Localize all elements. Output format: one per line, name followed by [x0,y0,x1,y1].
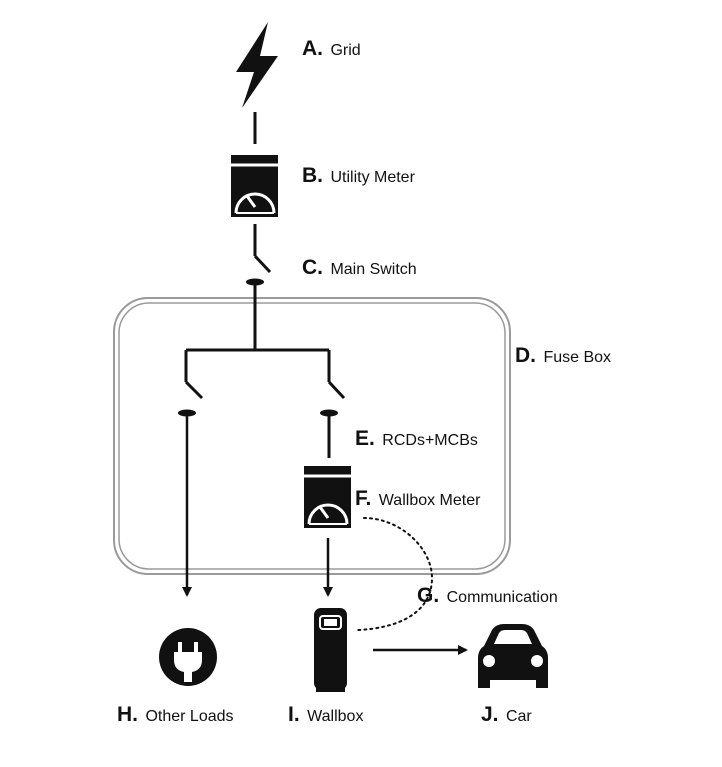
label-wallbox-meter-text: Wallbox Meter [379,492,481,509]
label-grid-text: Grid [330,42,360,59]
label-main-switch-letter: C. [302,256,323,279]
label-other-loads-text: Other Loads [145,708,233,725]
label-grid: A. Grid [302,37,361,60]
label-rcds-mcbs: E. RCDs+MCBs [355,427,478,450]
label-communication: G. Communication [417,584,558,607]
wallbox-charger-icon [314,608,347,692]
label-main-switch: C. Main Switch [302,256,417,279]
breaker-left-icon [178,380,204,417]
label-utility-meter: B. Utility Meter [302,164,416,187]
label-car-letter: J. [481,703,499,726]
label-fuse-box: D. Fuse Box [515,344,611,367]
label-fuse-box-text: Fuse Box [543,349,611,366]
label-wallbox: I. Wallbox [288,703,363,726]
label-wallbox-meter: F. Wallbox Meter [355,487,481,510]
main-switch-icon [246,254,272,286]
fuse-box [113,297,511,575]
label-other-loads-letter: H. [117,703,138,726]
label-car: J. Car [481,703,532,726]
label-wallbox-letter: I. [288,703,300,726]
utility-meter-icon [231,155,278,217]
label-other-loads: H. Other Loads [117,703,234,726]
label-car-text: Car [506,708,532,725]
label-grid-letter: A. [302,37,323,60]
plug-icon [159,628,217,686]
label-rcds-mcbs-letter: E. [355,427,375,450]
label-utility-meter-letter: B. [302,164,323,187]
wallbox-meter-icon [304,466,351,528]
car-icon [478,624,548,688]
label-wallbox-meter-letter: F. [355,487,371,510]
label-wallbox-text: Wallbox [307,708,363,725]
label-fuse-box-letter: D. [515,344,536,367]
lightning-bolt-icon [236,22,278,108]
communication-link [357,517,434,631]
label-rcds-mcbs-text: RCDs+MCBs [382,432,478,449]
distribution-bus [184,284,331,382]
label-communication-letter: G. [417,584,439,607]
label-utility-meter-text: Utility Meter [330,169,415,186]
breaker-right-icon [320,380,346,417]
label-main-switch-text: Main Switch [330,261,416,278]
label-communication-text: Communication [447,589,558,606]
